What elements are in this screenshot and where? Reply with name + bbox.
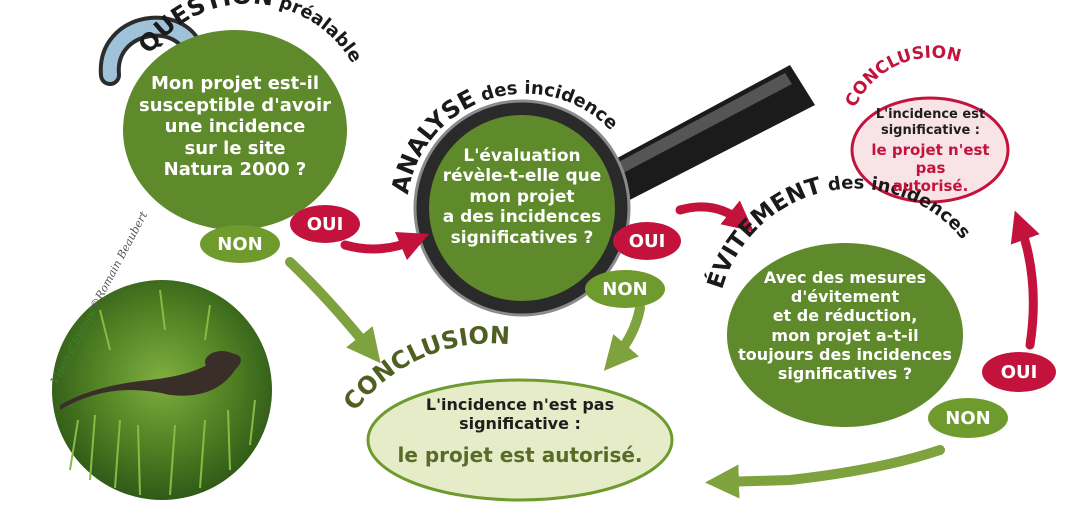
arrow-analyse-oui [675,200,754,232]
question-oui-badge: OUI [290,205,360,243]
conclusion-ok-blob [366,378,674,502]
question-text: Mon projet est-il susceptible d'avoir un… [139,73,331,181]
question-non-badge: NON [200,225,280,263]
analyse-non-badge: NON [585,270,665,308]
conclusion-ok-text: L'incidence n'est pas significative : le… [390,395,650,467]
evitement-non-badge: NON [928,398,1008,438]
arrow-evitement-non [705,445,945,499]
conclusion-ko-result: le projet n'est pas autorisé. [871,141,990,196]
analyse-text: L'évaluation révèle-t-elle que mon proje… [442,146,602,248]
conclusion-ok-result: le projet est autorisé. [397,443,643,468]
evitement-text: Avec des mesures d'évitement et de réduc… [738,268,952,383]
arrow-analyse-non [603,303,645,371]
arrow-question-non [285,257,381,364]
evitement-blob [727,243,963,427]
magnifier-handle-icon [595,65,815,205]
question-blob [123,30,347,230]
analyse-oui-badge: OUI [613,222,681,260]
conclusion-ko-text: L'incidence est significative : le proje… [858,107,1003,195]
arrow-question-oui [340,231,430,261]
conclusion-ko-blob [850,96,1010,204]
analyse-lens [415,101,629,315]
arrow-evitement-oui [1010,210,1040,350]
mink-photo [52,280,272,500]
evitement-oui-badge: OUI [982,352,1056,392]
